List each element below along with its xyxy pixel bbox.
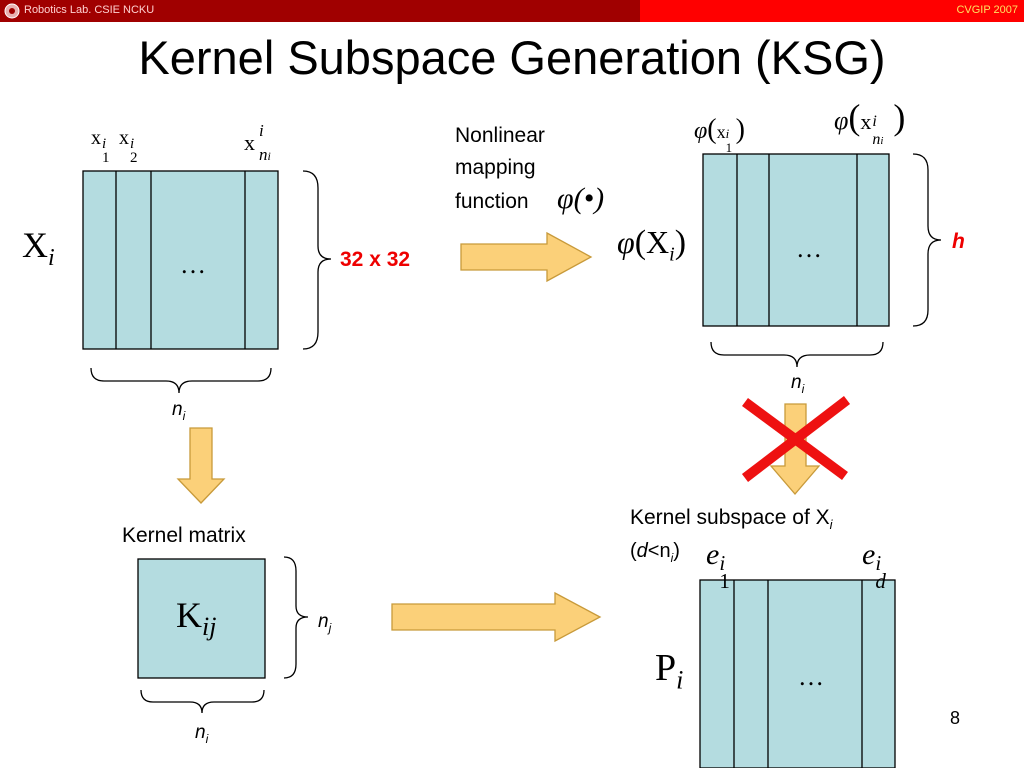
header-bar-accent: [640, 0, 1024, 22]
kernel-matrix-symbol: Kij: [176, 595, 217, 642]
kernel-width-brace: [140, 689, 265, 714]
kernel-matrix-title: Kernel matrix: [122, 524, 246, 547]
input-count-label: ni: [172, 399, 186, 423]
mapped-ellipsis: …: [796, 234, 822, 263]
mapped-height-brace: [912, 153, 942, 327]
mapped-dim-label: h: [952, 230, 965, 253]
lab-name: Robotics Lab. CSIE NCKU: [24, 4, 155, 16]
cross-icon: [741, 396, 851, 482]
lab-logo-icon: [4, 3, 20, 19]
subspace-matrix: [699, 579, 896, 768]
mapped-width-brace: [710, 341, 884, 368]
down-arrow-mapped: [769, 403, 821, 495]
input-size-label: 32 x 32: [340, 248, 411, 271]
mapping-function-symbol: φ(•): [557, 182, 605, 215]
input-width-brace: [90, 367, 272, 394]
kernel-to-subspace-arrow: [391, 591, 602, 643]
kernel-height-brace: [283, 556, 309, 679]
input-ellipsis: …: [180, 250, 206, 279]
kernel-matrix: [137, 558, 266, 679]
mapping-arrow: [460, 231, 593, 283]
kernel-cols-label: ni: [195, 722, 209, 746]
slide-title: Kernel Subspace Generation (KSG): [138, 31, 886, 84]
mapped-count-label: ni: [791, 372, 805, 396]
subspace-ellipsis: …: [798, 662, 824, 691]
mapped-matrix-label: φ(Xi): [617, 224, 687, 266]
input-matrix-label: Xi: [22, 225, 55, 272]
conference-name: CVGIP 2007: [956, 4, 1018, 16]
mapped-matrix: [702, 153, 890, 327]
subspace-matrix-label: Pi: [655, 647, 684, 695]
page-number: 8: [950, 708, 961, 728]
subspace-condition: (d<ni): [630, 540, 680, 565]
subspace-title: Kernel subspace of Xi: [630, 506, 833, 533]
input-height-brace: [302, 170, 332, 350]
mapping-line-2: mapping: [455, 156, 536, 179]
mapping-line-1: Nonlinear: [455, 124, 545, 147]
input-matrix: [82, 170, 279, 350]
mapping-line-3: function: [455, 190, 529, 213]
input-column-last-label: x i ni: [244, 121, 271, 164]
kernel-rows-label: nj: [318, 611, 332, 635]
down-arrow-input: [176, 427, 226, 504]
